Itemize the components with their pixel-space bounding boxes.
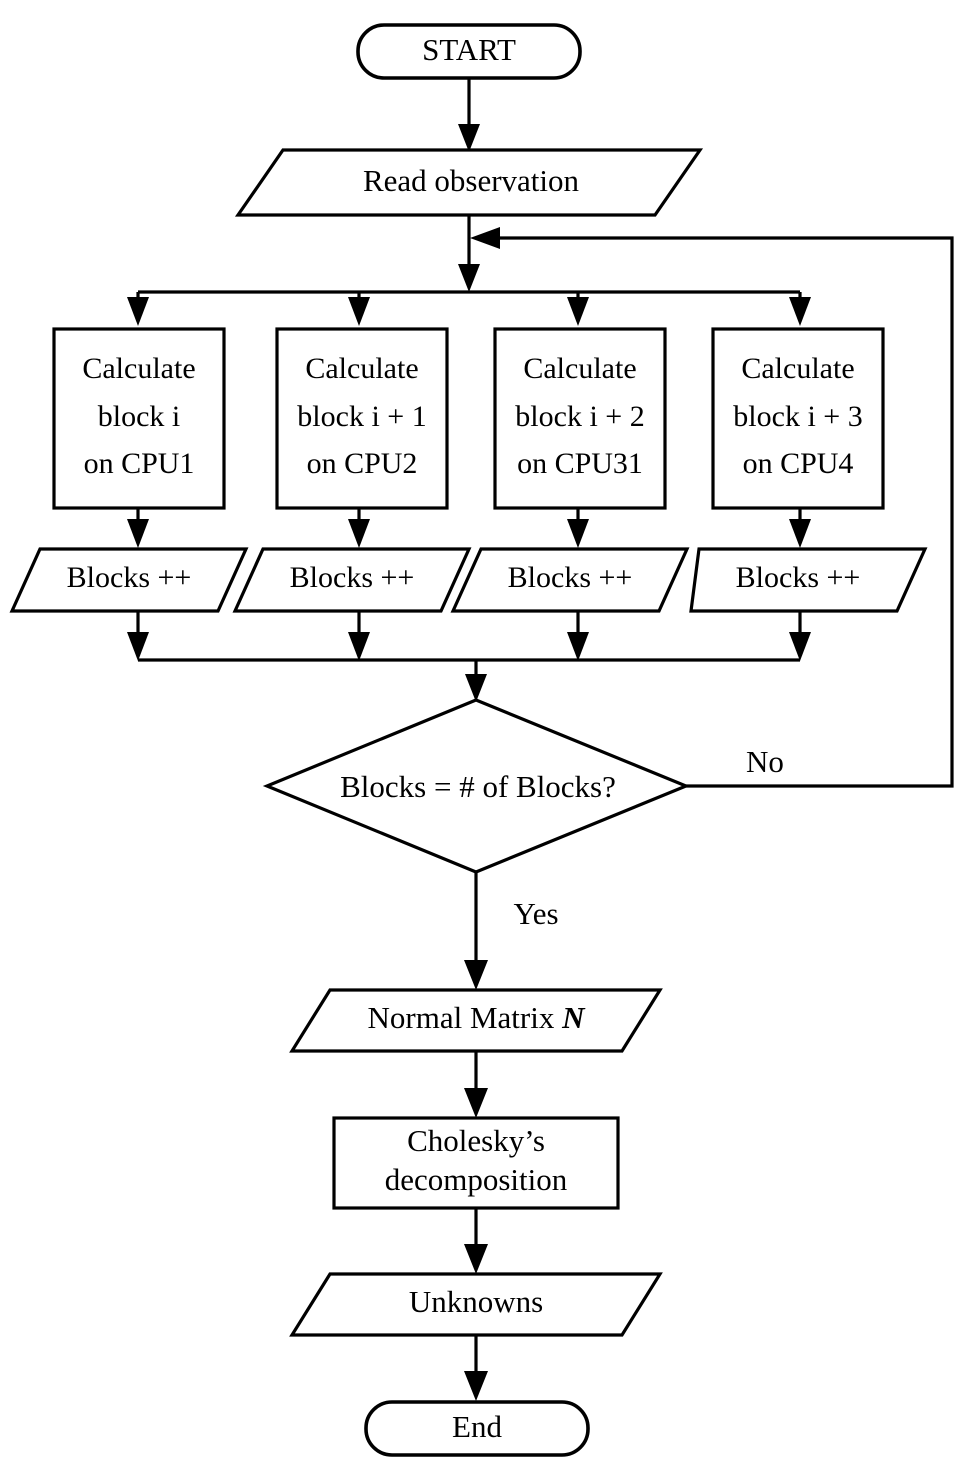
calc3-line2: block i + 2 bbox=[515, 400, 644, 433]
blocks-inc-3-shape bbox=[450, 547, 690, 613]
calc4-line1: Calculate bbox=[741, 352, 854, 385]
normal-matrix-shape bbox=[289, 988, 663, 1053]
read-observation-shape bbox=[234, 148, 704, 217]
calc3-shape bbox=[493, 327, 667, 510]
decision-label: Blocks = # of Blocks? bbox=[340, 769, 616, 804]
normal-matrix-label-prefix: Normal Matrix bbox=[368, 1000, 563, 1035]
normal-matrix-symbol: N bbox=[561, 1000, 586, 1035]
calc4-line2: block i + 3 bbox=[733, 400, 862, 433]
end-label: End bbox=[452, 1409, 502, 1444]
calc2-line1: Calculate bbox=[305, 352, 418, 385]
node-read-observation[interactable]: Read observation bbox=[234, 148, 704, 217]
start-shape bbox=[356, 23, 582, 80]
blocks-inc-1-shape bbox=[9, 547, 249, 613]
branch-label-no: No bbox=[746, 744, 784, 779]
edge-calc4-to-blocks4 bbox=[789, 508, 811, 548]
calc4-line3: on CPU4 bbox=[743, 447, 854, 480]
calc4-shape bbox=[711, 327, 885, 510]
blocks-inc-2-shape bbox=[232, 547, 472, 613]
node-end[interactable]: End bbox=[364, 1400, 590, 1457]
end-shape bbox=[364, 1400, 590, 1457]
node-decision-blocks-count[interactable]: Blocks = # of Blocks? bbox=[262, 698, 691, 874]
calc1-line3: on CPU1 bbox=[84, 447, 195, 480]
unknowns-label: Unknowns bbox=[409, 1284, 543, 1319]
edge-unknowns-to-end bbox=[464, 1336, 488, 1401]
edge-blocks-merge bbox=[127, 612, 811, 662]
calc1-line2: block i bbox=[98, 400, 181, 433]
calc3-line3: on CPU31 bbox=[517, 447, 643, 480]
read-observation-label: Read observation bbox=[363, 163, 580, 198]
start-label: START bbox=[422, 32, 516, 67]
node-blocks-increment-4[interactable]: Blocks ++ bbox=[689, 547, 928, 613]
cholesky-shape bbox=[332, 1116, 620, 1210]
decision-shape bbox=[262, 698, 691, 874]
node-calculate-block-cpu2[interactable]: Calculate block i + 1 on CPU2 bbox=[275, 327, 449, 510]
blocks-inc-1-label: Blocks ++ bbox=[67, 561, 192, 594]
edge-calc3-to-blocks3 bbox=[567, 508, 589, 548]
cholesky-line1: Cholesky’s bbox=[407, 1123, 545, 1158]
edge-no-feedback-loop bbox=[470, 227, 954, 788]
blocks-inc-2-label: Blocks ++ bbox=[290, 561, 415, 594]
node-cholesky-decomposition[interactable]: Cholesky’s decomposition bbox=[332, 1116, 620, 1210]
edge-start-to-read bbox=[458, 78, 480, 152]
edge-cholesky-to-unknowns bbox=[464, 1208, 488, 1274]
edge-calc1-to-blocks1 bbox=[127, 508, 149, 548]
node-blocks-increment-2[interactable]: Blocks ++ bbox=[232, 547, 472, 613]
branch-label-yes: Yes bbox=[513, 896, 558, 931]
node-start[interactable]: START bbox=[356, 23, 582, 80]
edge-merge-to-decision bbox=[465, 660, 487, 702]
calc2-shape bbox=[275, 327, 449, 510]
blocks-inc-4-shape bbox=[689, 547, 928, 613]
node-normal-matrix[interactable]: Normal Matrix N bbox=[289, 988, 663, 1053]
node-calculate-block-cpu1[interactable]: Calculate block i on CPU1 bbox=[52, 327, 226, 510]
edge-decision-yes-to-matrix bbox=[464, 872, 488, 990]
edge-calc2-to-blocks2 bbox=[348, 508, 370, 548]
calc2-line3: on CPU2 bbox=[307, 447, 418, 480]
blocks-inc-3-label: Blocks ++ bbox=[508, 561, 633, 594]
node-calculate-block-cpu31[interactable]: Calculate block i + 2 on CPU31 bbox=[493, 327, 667, 510]
node-blocks-increment-1[interactable]: Blocks ++ bbox=[9, 547, 249, 613]
edge-read-to-fanout bbox=[458, 216, 480, 292]
calc2-line2: block i + 1 bbox=[297, 400, 426, 433]
normal-matrix-label: Normal Matrix N bbox=[368, 1000, 587, 1035]
calc1-line1: Calculate bbox=[82, 352, 195, 385]
node-blocks-increment-3[interactable]: Blocks ++ bbox=[450, 547, 690, 613]
edge-fanout-distribution bbox=[127, 290, 811, 326]
calc1-shape bbox=[52, 327, 226, 510]
unknowns-shape bbox=[289, 1272, 663, 1337]
cholesky-line2: decomposition bbox=[385, 1162, 568, 1197]
node-unknowns[interactable]: Unknowns bbox=[289, 1272, 663, 1337]
edge-matrix-to-cholesky bbox=[464, 1052, 488, 1118]
node-calculate-block-cpu4[interactable]: Calculate block i + 3 on CPU4 bbox=[711, 327, 885, 510]
calc3-line1: Calculate bbox=[523, 352, 636, 385]
blocks-inc-4-label: Blocks ++ bbox=[736, 561, 861, 594]
